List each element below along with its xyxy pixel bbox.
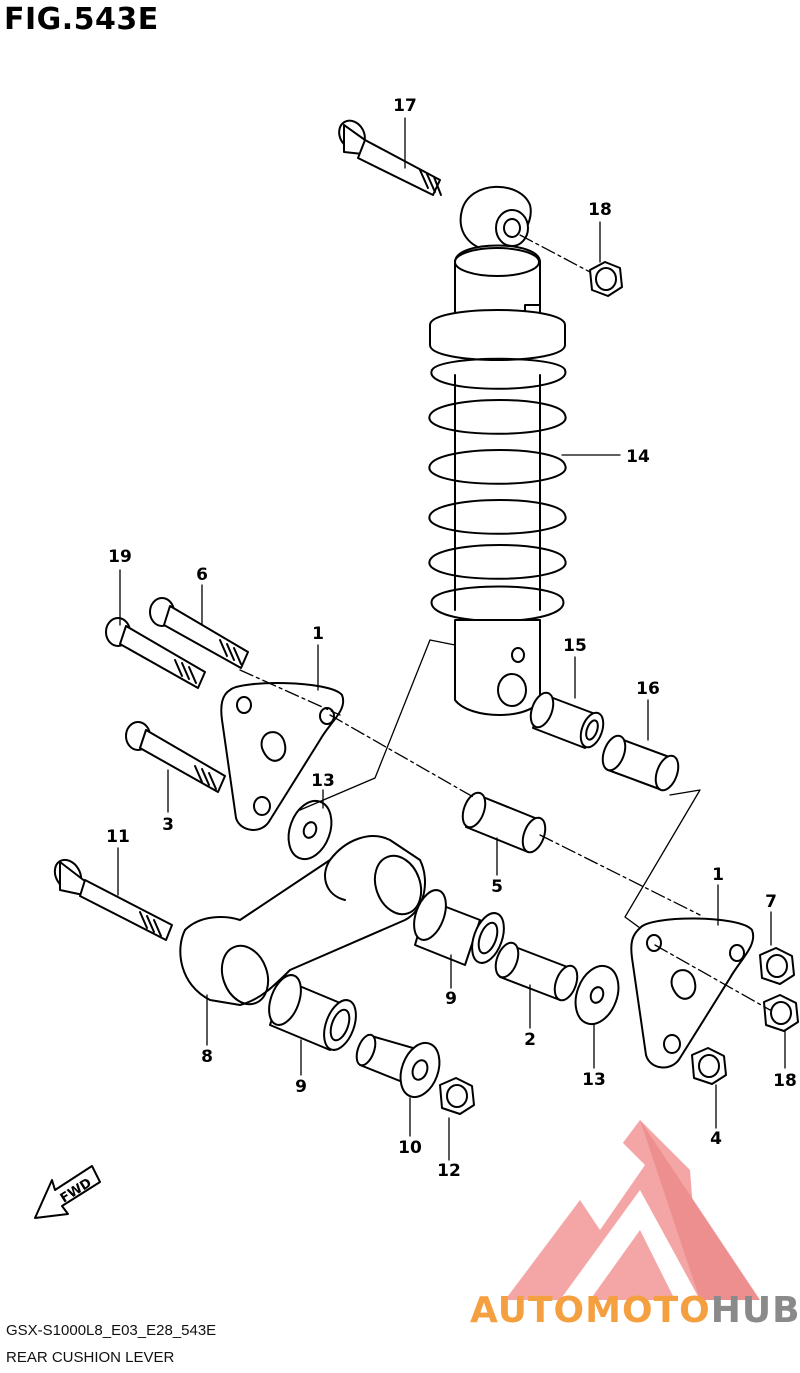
callout-8: 8: [201, 1047, 213, 1067]
watermark-text-primary: AUTOMOTO: [470, 1290, 711, 1331]
collar-5: [461, 791, 547, 854]
assembly-centerlines: [239, 234, 771, 1011]
part-name: REAR CUSHION LEVER: [6, 1349, 175, 1366]
callout-15: 15: [563, 636, 587, 656]
callout-1-right: 1: [712, 865, 724, 885]
bolt-17: [338, 119, 442, 196]
collar-15: [529, 691, 605, 749]
callout-numbers: 17 18 14 19 6 1 15 16 13 3 11 5 1 7 9 2 …: [106, 96, 797, 1181]
callout-3: 3: [162, 815, 174, 835]
callout-11: 11: [106, 827, 130, 847]
washer-13-right: [574, 964, 620, 1026]
cushion-plate-1-left: [220, 682, 345, 831]
callout-5: 5: [491, 877, 503, 897]
callout-18-lower: 18: [773, 1071, 797, 1091]
collar-2: [494, 941, 579, 1002]
shock-absorber-14: [428, 185, 567, 716]
watermark-text: AUTOMOTOHUB: [470, 1290, 800, 1331]
cushion-lever-8: [179, 835, 426, 1006]
callout-14: 14: [626, 447, 650, 467]
callout-9-lower: 9: [295, 1077, 307, 1097]
cushion-plate-1-right: [630, 917, 755, 1069]
leader-lines: [117, 117, 786, 1161]
callout-2: 2: [524, 1030, 536, 1050]
nut-7: [759, 947, 795, 985]
nut-18-lower: [763, 994, 799, 1032]
callout-13-right: 13: [582, 1070, 606, 1090]
bearing-9-lower: [268, 974, 357, 1051]
bolt-11: [53, 858, 173, 941]
bolt-3: [125, 721, 226, 793]
bolt-6: [149, 597, 249, 669]
nut-4: [691, 1047, 727, 1085]
callout-1-left: 1: [312, 624, 324, 644]
nut-18-upper: [589, 261, 623, 297]
nut-12: [439, 1077, 475, 1115]
callout-4: 4: [710, 1129, 722, 1149]
assembly-lines: [299, 639, 701, 929]
callout-19: 19: [108, 547, 132, 567]
callout-6: 6: [196, 565, 208, 585]
callout-16: 16: [636, 679, 660, 699]
callout-17: 17: [393, 96, 417, 116]
callout-10: 10: [398, 1138, 422, 1158]
callout-18-upper: 18: [588, 200, 612, 220]
bearing-9-upper: [413, 889, 505, 966]
fwd-arrow-icon: [34, 1165, 101, 1219]
callout-7: 7: [765, 892, 777, 912]
spacer-10: [355, 1033, 441, 1099]
figure-title: FIG.543E: [4, 2, 159, 37]
watermark-logo: [505, 1120, 760, 1300]
bolt-19: [105, 617, 206, 689]
collar-16: [601, 734, 680, 792]
callout-13-left: 13: [311, 771, 335, 791]
callout-12: 12: [437, 1161, 461, 1181]
watermark-text-secondary: HUB: [711, 1290, 800, 1331]
callout-9-upper: 9: [445, 989, 457, 1009]
model-code: GSX-S1000L8_E03_E28_543E: [6, 1322, 217, 1339]
